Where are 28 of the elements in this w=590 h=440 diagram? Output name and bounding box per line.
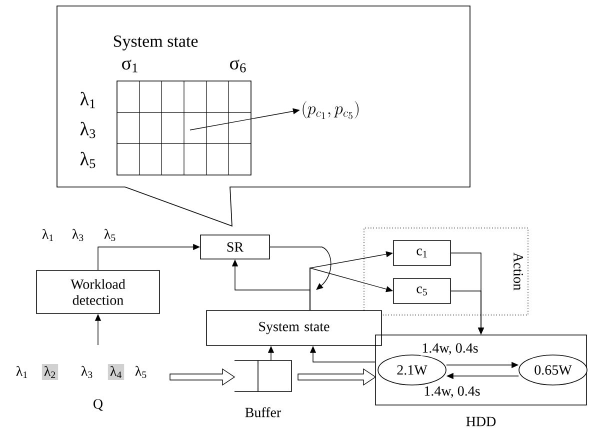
label: λ$_{5}$ bbox=[80, 152, 96, 168]
process-box: c$_{5}$ bbox=[393, 278, 451, 304]
label: λ$_{3}$ bbox=[81, 366, 92, 378]
callout-box bbox=[56, 6, 470, 227]
label: λ$_{1}$ bbox=[16, 366, 27, 378]
process-box: Workload detection bbox=[36, 270, 160, 314]
label: λ$_{5}$ bbox=[104, 228, 116, 242]
hollow-arrow bbox=[170, 368, 236, 386]
label: λ$_{3}$ bbox=[80, 122, 96, 138]
formula: $(p_{c_1}, p_{c_5})$ bbox=[302, 101, 359, 120]
buffer-drawing: Buffer bbox=[234, 360, 292, 418]
label: λ$_{1}$ bbox=[42, 228, 53, 241]
label: λ$_{5}$ bbox=[135, 366, 146, 378]
process-box: c$_{1}$ bbox=[393, 240, 451, 266]
label: λ$_{3}$ bbox=[72, 228, 84, 242]
process-box: System state bbox=[206, 310, 382, 346]
node-label: 0.65W bbox=[534, 365, 572, 375]
label: λ$_{1}$ bbox=[80, 92, 95, 108]
node-label: HDD bbox=[466, 416, 496, 426]
label: λ$_{2}$ bbox=[42, 364, 58, 380]
node-label: System state bbox=[114, 35, 198, 50]
label: Q bbox=[94, 399, 103, 411]
label: λ$_{4}$ bbox=[108, 364, 124, 380]
edge-label: 1.4w, 0.4s bbox=[422, 385, 482, 399]
arrow bbox=[270, 246, 332, 290]
edge-label: 1.4w, 0.4s bbox=[420, 342, 480, 356]
process-box: SR bbox=[200, 234, 270, 260]
hollow-arrow bbox=[298, 368, 376, 386]
